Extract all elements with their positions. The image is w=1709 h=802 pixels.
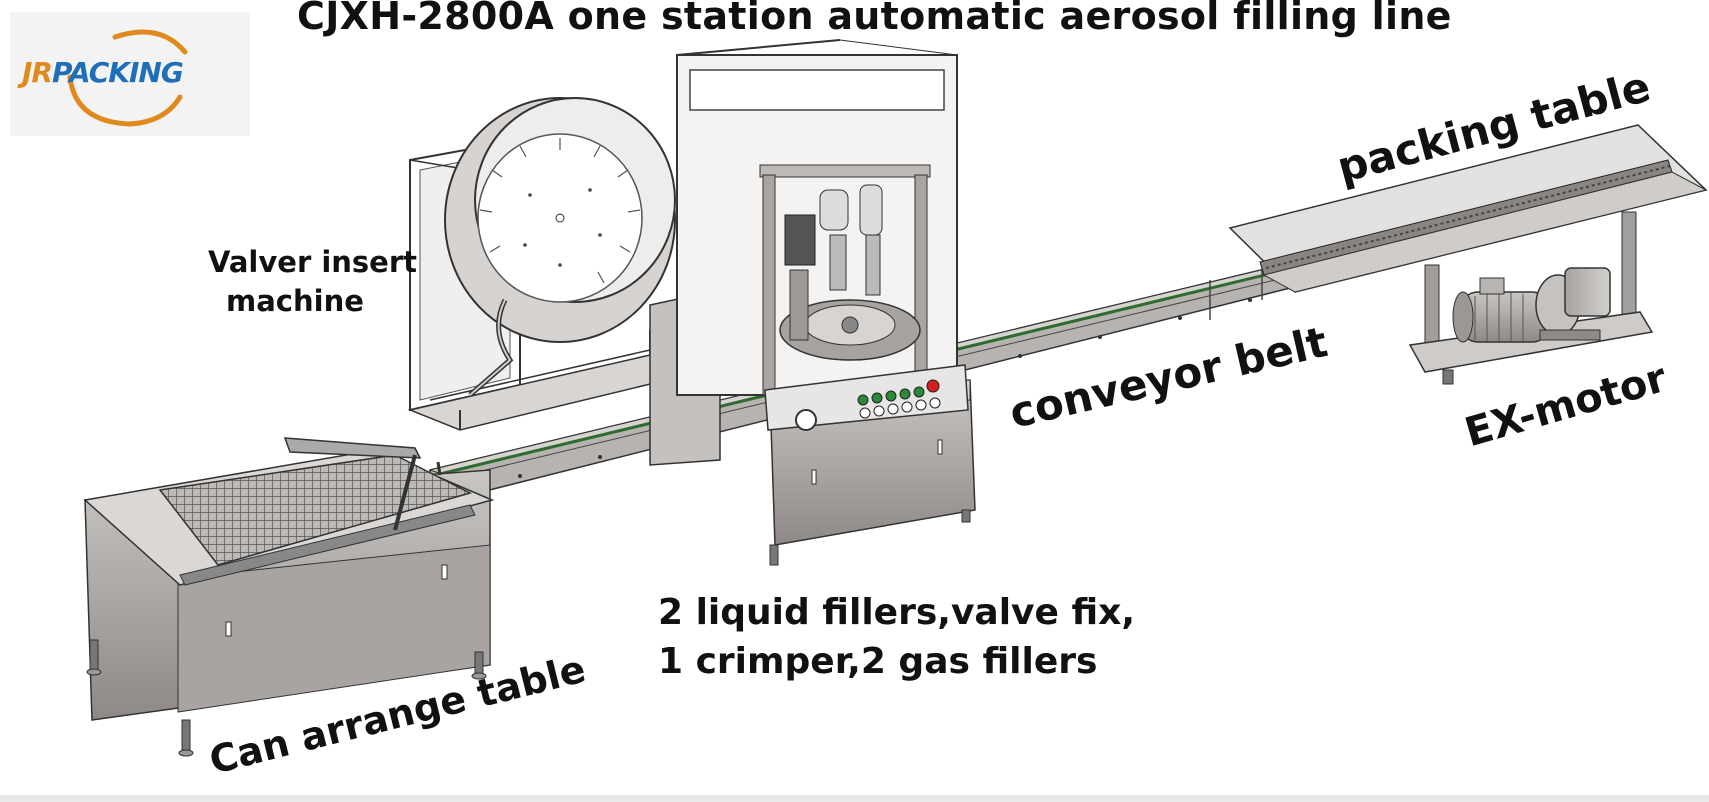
valve-label-line1: Valver insert: [208, 245, 418, 279]
valve-insert-machine: [407, 97, 703, 431]
valve-label-line2: machine: [226, 284, 364, 318]
logo-wordmark: JRPACKING: [22, 56, 184, 89]
can-arrange-table: [83, 437, 495, 757]
filling-station: [649, 39, 976, 566]
page-title: CJXH-2800A one station automatic aerosol…: [297, 0, 1452, 38]
stations-line1: 2 liquid fillers,valve fix,: [658, 592, 1136, 633]
stations-line2: 1 crimper,2 gas fillers: [658, 641, 1098, 682]
filling-stations-label: 2 liquid fillers,valve fix, 1 crimper,2 …: [658, 588, 1135, 686]
logo-swoosh-icon: [67, 29, 188, 127]
packing-table: [1228, 124, 1708, 385]
ex-motor: [1452, 267, 1611, 343]
bottom-divider: [0, 795, 1709, 802]
valve-insert-machine-label: Valver insert machine: [208, 243, 417, 321]
logo-jr-text: JR: [22, 56, 53, 89]
jrpacking-logo: JRPACKING: [10, 12, 250, 136]
logo-packing-text: PACKING: [51, 56, 184, 89]
